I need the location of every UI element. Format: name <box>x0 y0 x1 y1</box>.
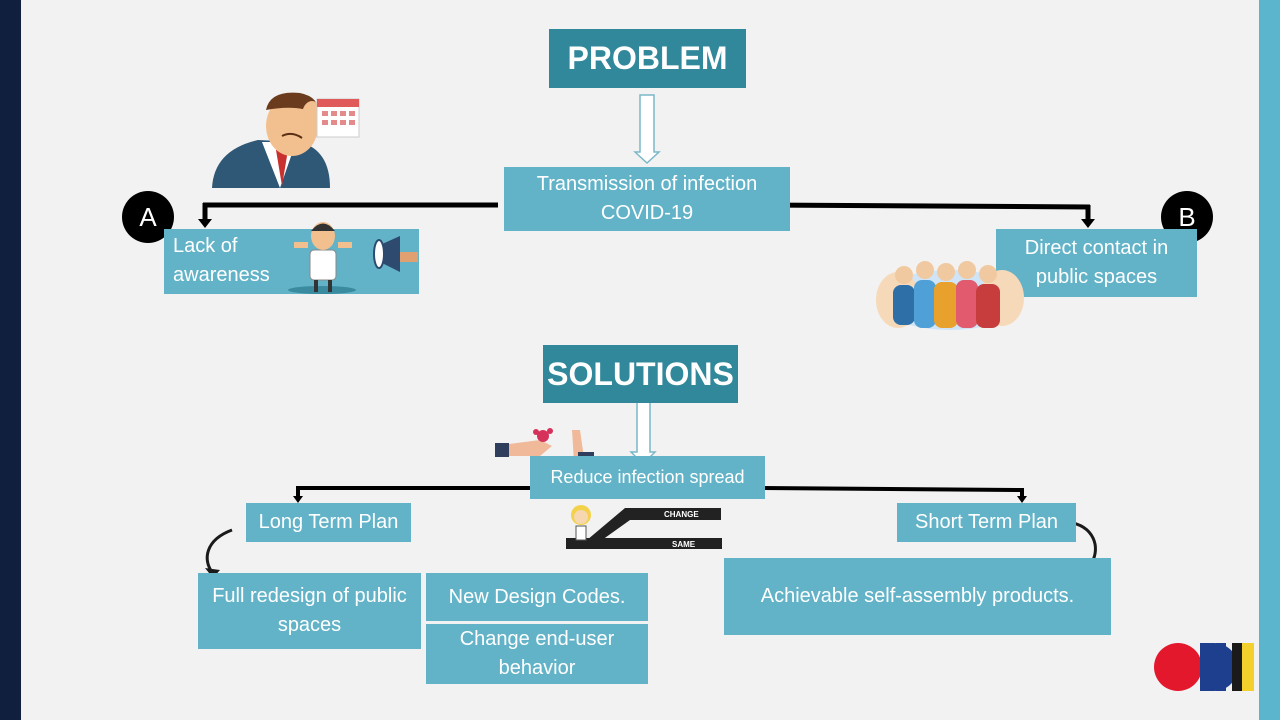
solutions-main-box: Reduce infection spread <box>530 456 765 499</box>
problem-down-arrow <box>633 94 661 165</box>
calendar-icon <box>316 98 360 138</box>
problem-main-box: Transmission of infection COVID-19 <box>504 167 790 231</box>
full-redesign-box: Full redesign of public spaces <box>198 573 421 649</box>
connector-a-arrowhead <box>198 219 212 228</box>
connector-b-line <box>759 202 1091 210</box>
direct-contact-box: Direct contact in public spaces <box>996 229 1197 297</box>
connector-b-arrowhead <box>1081 219 1095 228</box>
left-accent-bar <box>0 0 21 720</box>
sign-same-label: SAME <box>672 540 696 549</box>
change-behavior-box: Change end-user behavior <box>426 624 648 684</box>
self-assembly-box: Achievable self-assembly products. <box>724 558 1111 635</box>
problem-heading: PROBLEM <box>549 29 746 88</box>
short-term-plan-box: Short Term Plan <box>897 503 1076 542</box>
right-accent-bar <box>1259 0 1280 720</box>
solutions-heading: SOLUTIONS <box>543 345 738 403</box>
sign-change-label: CHANGE <box>664 510 699 519</box>
connector-short-line <box>759 486 1023 492</box>
lack-of-awareness-text: Lack of awareness <box>173 235 270 286</box>
new-design-codes-box: New Design Codes. <box>426 573 648 621</box>
long-term-plan-box: Long Term Plan <box>246 503 411 542</box>
